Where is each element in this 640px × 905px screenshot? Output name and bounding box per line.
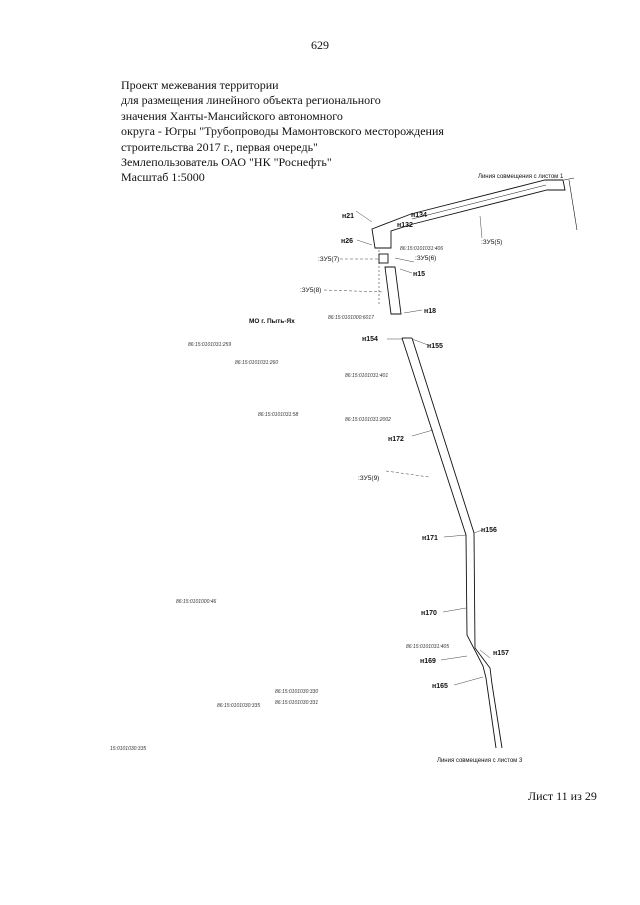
line-ref-bottom: Линия совмещения с листом 3 (437, 758, 523, 764)
point-label-n156: н156 (481, 527, 497, 534)
sheet-counter: Лист 11 из 29 (528, 789, 597, 803)
point-label-n132: н132 (397, 222, 413, 229)
point-label-n21: н21 (342, 213, 354, 220)
parcel-zu5-7-shape (378, 253, 389, 264)
parcel-label-zu5-8: :ЗУ5(8) (300, 287, 321, 294)
leader-line (440, 655, 468, 661)
point-label-n18: н18 (424, 308, 436, 315)
leader-line (411, 338, 429, 346)
corridor-main-right (411, 337, 503, 749)
corridor-top (371, 177, 578, 305)
page-number: 629 (311, 38, 329, 52)
cadastral-label: 86:15:0101000:46 (176, 599, 217, 605)
parcel-label-zu5-9: :ЗУ5(9) (358, 475, 379, 482)
leader-line (323, 289, 385, 293)
title-line: строительства 2017 г., первая очередь" (121, 139, 318, 154)
parcel-label-zu5-7: :ЗУ5(7) (318, 256, 339, 263)
cadastral-label: 86:15:0101030:330 (275, 689, 318, 695)
leader-line (403, 309, 423, 314)
scale-line: Масштаб 1:5000 (121, 170, 205, 185)
point-label-n155: н155 (427, 343, 443, 350)
leader-line (385, 470, 430, 478)
title-line: округа - Югры "Трубопроводы Мамонтовског… (121, 124, 444, 139)
leader-line (442, 607, 467, 613)
point-label-n171: н171 (422, 535, 438, 542)
cadastral-label: 86:15:0101031:405 (406, 644, 449, 650)
municipality-label: МО г. Пыть-Ях (249, 318, 295, 325)
cadastral-label: 86:15:0101031:2002 (345, 417, 391, 423)
cadastral-label: 86:15:0101031:259 (188, 342, 231, 348)
leader-line (356, 239, 373, 246)
leader-line (443, 534, 467, 538)
cadastral-label: 86:15:0101031:260 (235, 360, 278, 366)
leader-lines (323, 210, 491, 686)
corridor-main (401, 337, 503, 749)
title-line: Проект межевания территории (121, 78, 279, 92)
point-label-n157: н157 (493, 650, 509, 657)
cadastral-label: 86:15:0101000:6017 (328, 315, 374, 321)
point-label-n170: н170 (421, 610, 437, 617)
corridor-top-outline (371, 179, 566, 249)
title-block: Проект межевания территории для размещен… (121, 78, 501, 186)
corridor-main-left (401, 337, 497, 749)
cadastral-label: 86:15:0101031:401 (345, 373, 388, 379)
leader-line (473, 529, 483, 534)
leader-line (479, 215, 483, 239)
point-label-n165: н165 (432, 683, 448, 690)
title-line: для размещения линейного объекта региона… (121, 93, 381, 108)
corridor-top-inner (411, 184, 547, 220)
cadastral-label: 86:15:0101031:58 (258, 412, 299, 418)
leader-line (399, 268, 413, 274)
land-user-line: Землепользователь ОАО "НК "Роснефть" (121, 155, 332, 170)
cadastral-label: 86:15:0101031:406 (400, 246, 443, 252)
parcel-label-zu5-5: :ЗУ5(5) (481, 239, 502, 246)
parcel-label-zu5-6: :ЗУ5(6) (415, 255, 436, 262)
point-label-n15: н15 (413, 271, 425, 278)
point-label-n154: н154 (362, 336, 378, 343)
leader-line (355, 210, 373, 223)
point-label-n169: н169 (420, 658, 436, 665)
boundary-line (563, 177, 575, 181)
boundary-line (568, 179, 578, 231)
point-label-n134: н134 (411, 212, 427, 219)
leader-line (453, 676, 484, 686)
line-ref-top: Линия совмещения с листом 1 (478, 174, 564, 180)
corridor-segment-2 (384, 266, 402, 315)
title-line: значения Ханты-Мансийского автономного (121, 108, 343, 123)
cadastral-label: 86:15:0101030:331 (275, 700, 318, 706)
point-label-n26: н26 (341, 238, 353, 245)
cadastral-label: 86:15:0101030:335 (217, 703, 260, 709)
point-label-n172: н172 (388, 436, 404, 443)
leader-line (411, 429, 434, 437)
cadastral-label: 15:0101030:335 (110, 746, 146, 752)
leader-line (394, 257, 415, 263)
leader-line (479, 649, 491, 659)
